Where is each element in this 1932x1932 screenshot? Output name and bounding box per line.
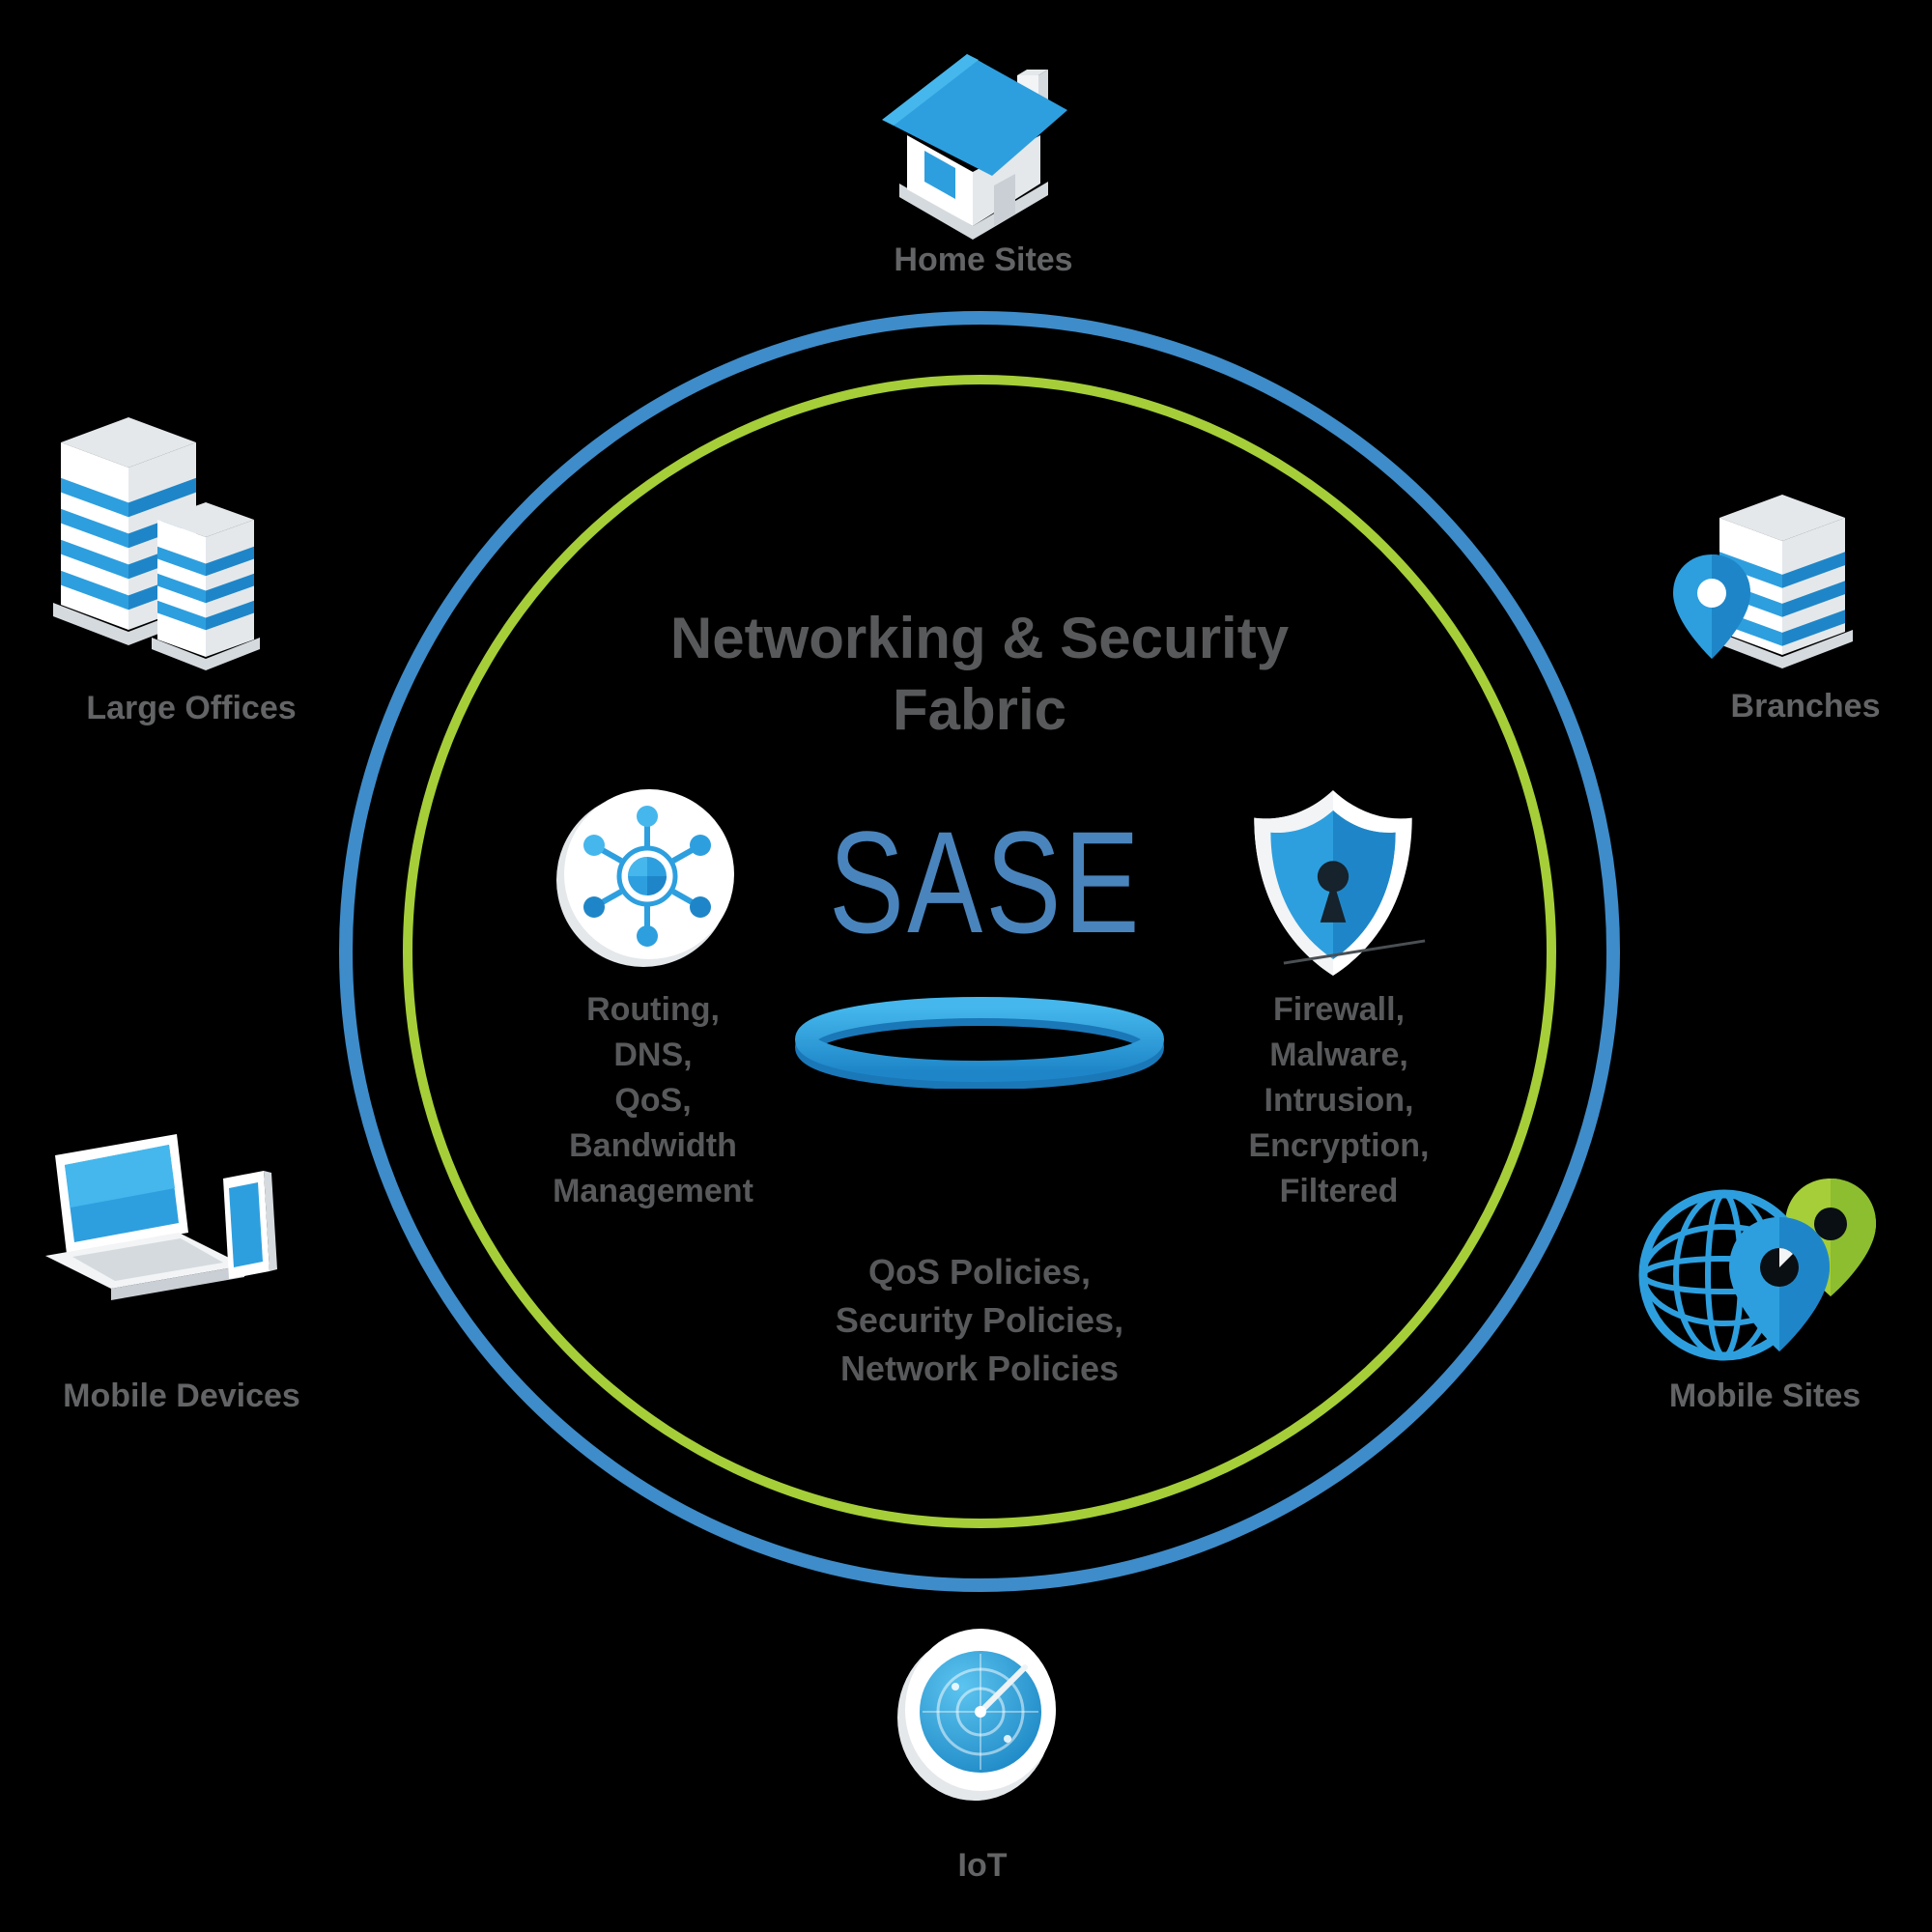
networking-function: Bandwidth [569, 1127, 737, 1164]
shield-keyhole-icon [1254, 790, 1412, 976]
networking-functions-list: Routing, DNS, QoS, Bandwidth Management [508, 987, 798, 1214]
node-label-mobile-devices: Mobile Devices [63, 1378, 300, 1414]
node-label-large-offices: Large Offices [86, 690, 297, 726]
node-label-branches: Branches [1730, 688, 1881, 724]
fabric-title-line1: Networking & Security [669, 606, 1290, 670]
network-hub-icon [556, 789, 734, 967]
policy-line: Network Policies [839, 1349, 1120, 1388]
security-function: Encryption, [1248, 1127, 1430, 1164]
networking-function: Management [553, 1173, 753, 1209]
iot-radar-icon [897, 1629, 1056, 1801]
policies-list: QoS Policies, Security Policies, Network… [815, 1248, 1144, 1393]
office-buildings-icon [53, 417, 260, 670]
globe-location-pins-icon [1638, 1179, 1876, 1361]
node-label-iot: IoT [957, 1847, 1008, 1884]
policy-line: QoS Policies, [867, 1252, 1092, 1292]
security-function: Intrusion, [1264, 1082, 1414, 1119]
branch-location-icon [1673, 495, 1853, 668]
house-icon [882, 54, 1067, 240]
networking-function: DNS, [613, 1037, 693, 1073]
fabric-title: Networking & Security Fabric [593, 603, 1366, 746]
networking-function: Routing, [586, 991, 720, 1028]
fabric-inner-ring [403, 375, 1556, 1528]
sase-platter-ring-icon [795, 997, 1164, 1089]
laptop-phone-icon [45, 1134, 277, 1300]
security-function: Firewall, [1272, 991, 1406, 1028]
security-functions-list: Firewall, Malware, Intrusion, Encryption… [1194, 987, 1484, 1214]
node-label-home-sites: Home Sites [894, 242, 1073, 278]
security-function: Filtered [1279, 1173, 1399, 1209]
fabric-title-line2: Fabric [892, 677, 1067, 742]
networking-function: QoS, [614, 1082, 692, 1119]
security-function: Malware, [1269, 1037, 1408, 1073]
policy-line: Security Policies, [835, 1300, 1124, 1340]
sase-label: SASE [829, 801, 1143, 963]
node-label-mobile-sites: Mobile Sites [1668, 1378, 1861, 1414]
